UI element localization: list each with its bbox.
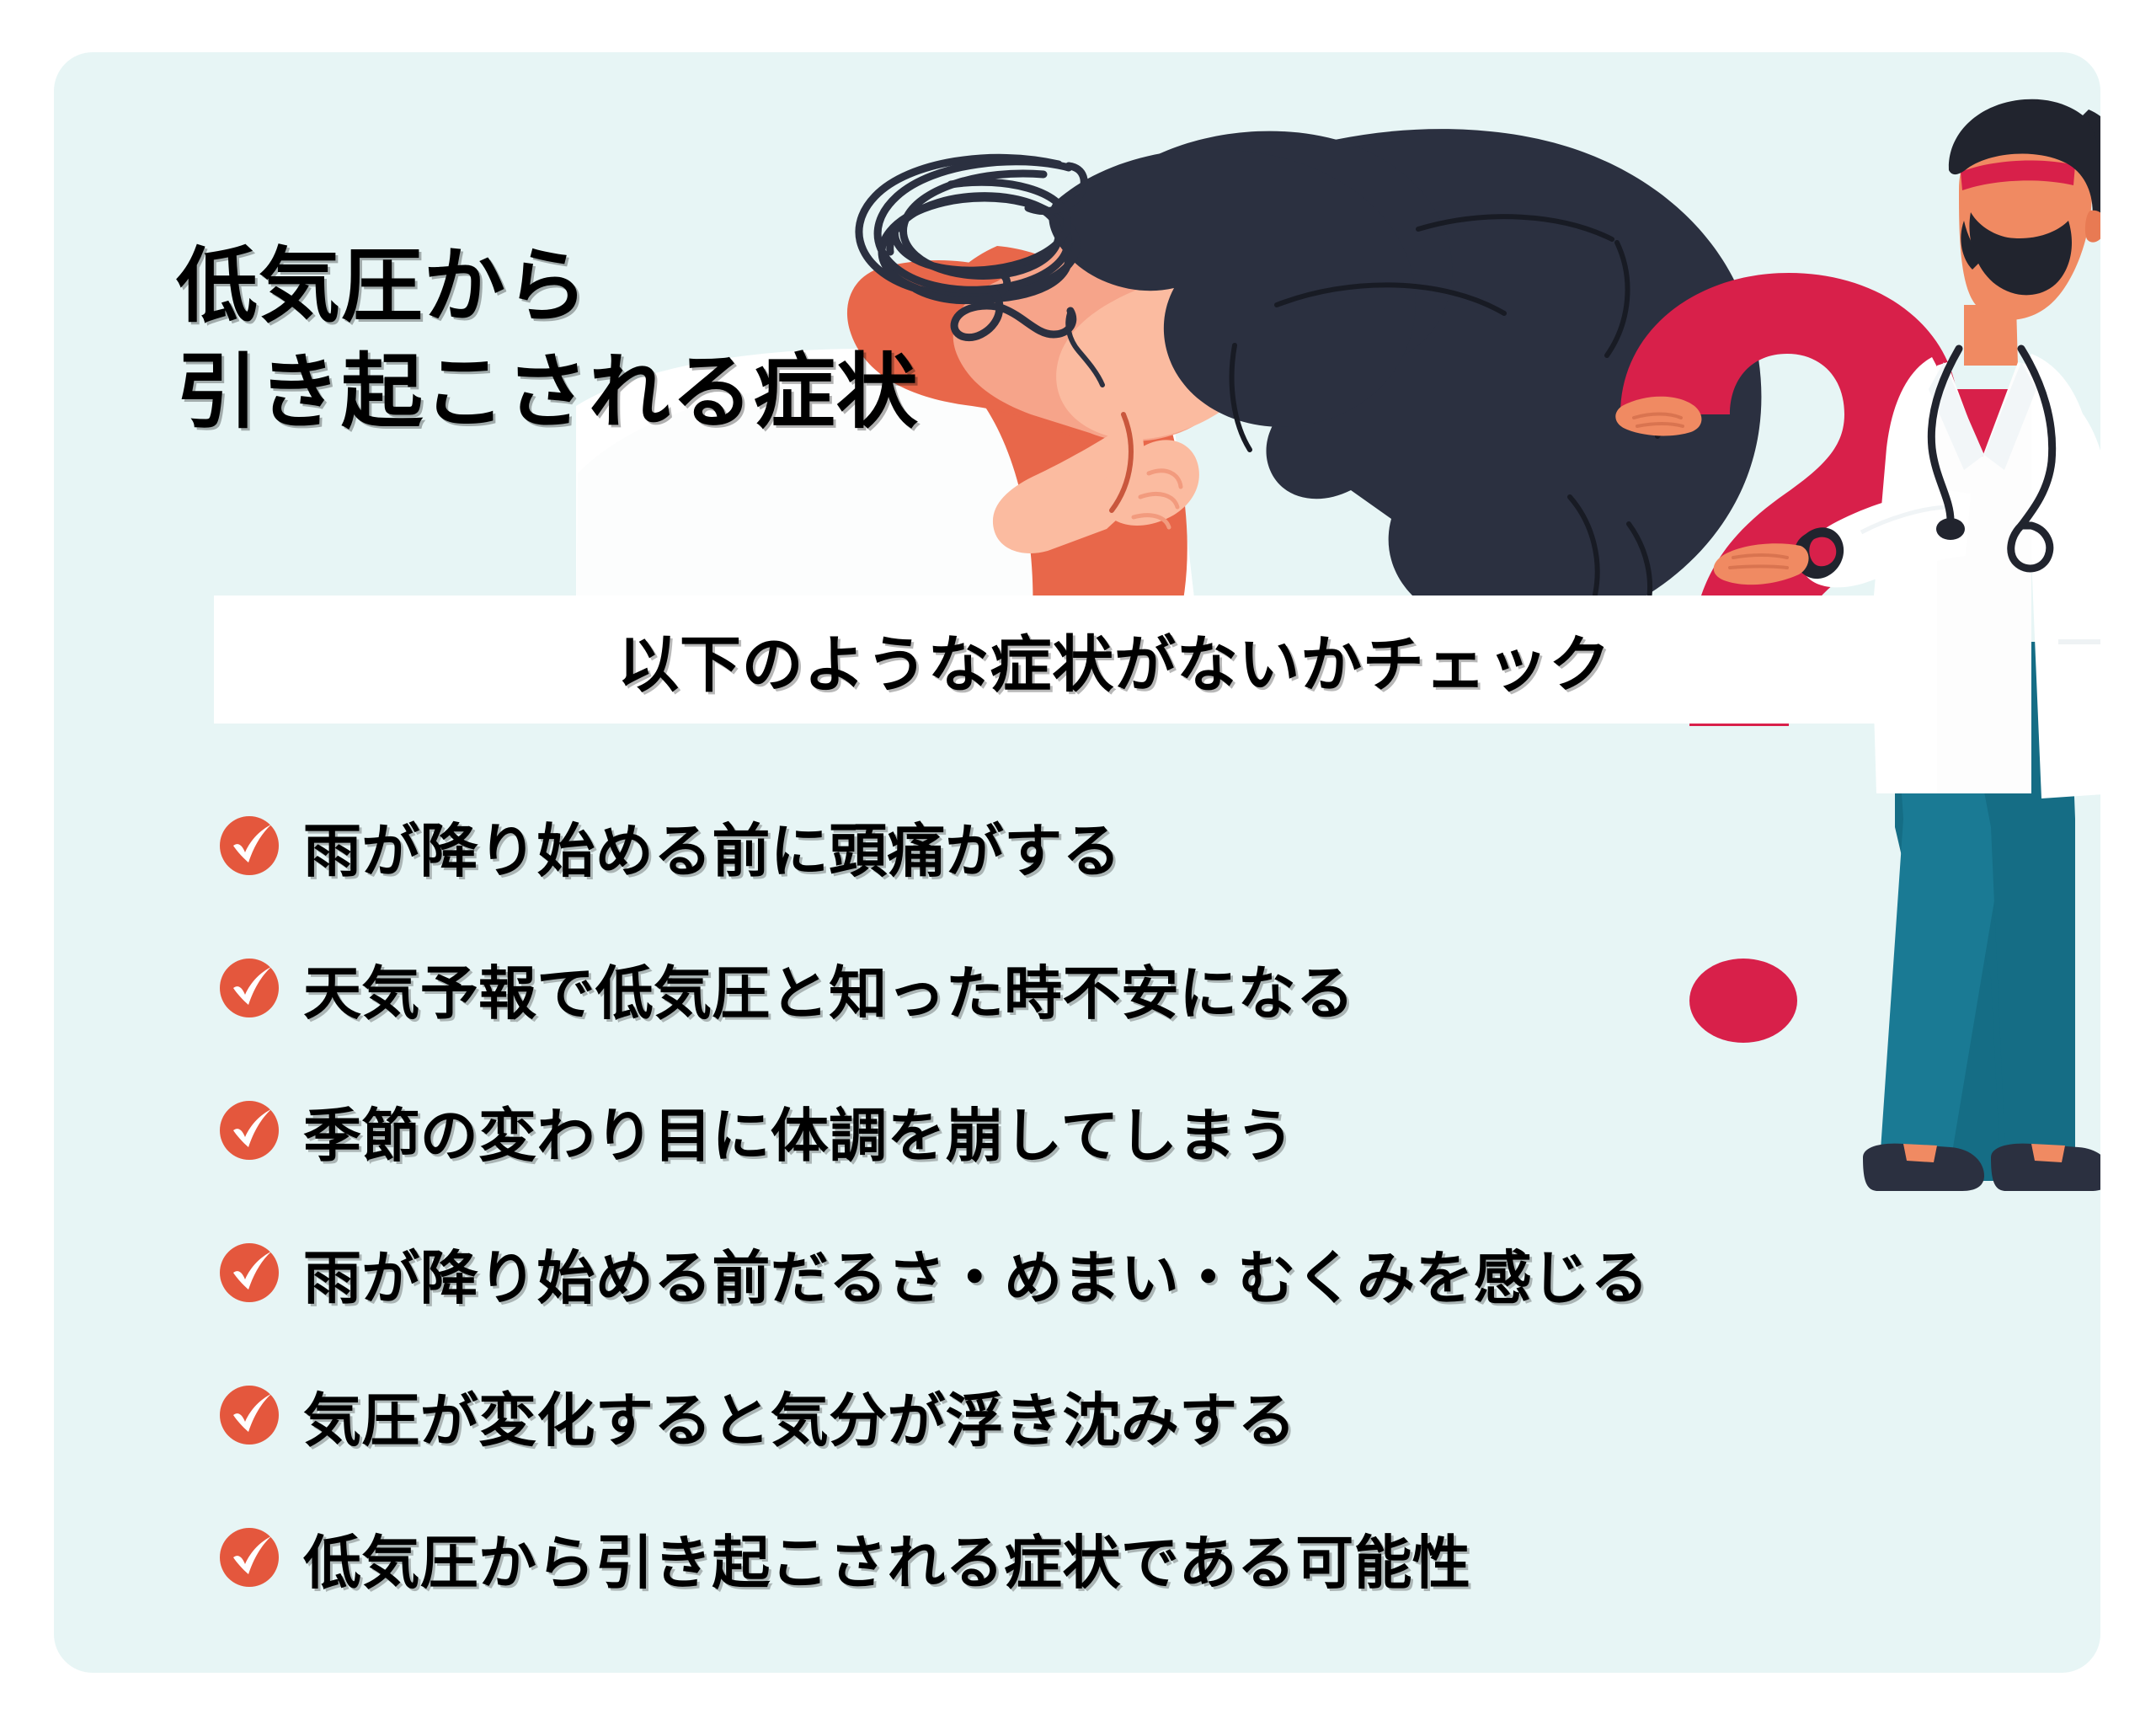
check-circle-icon [219, 1242, 280, 1303]
list-item-label: 天気予報で低気圧と知った時不安になる [303, 961, 1355, 1026]
list-item: 季節の変わり目に体調を崩してしまう [219, 1078, 2030, 1183]
check-circle-icon [219, 1527, 280, 1588]
list-item-label: 気圧が変化すると気分が浮き沈みする [303, 1388, 1296, 1453]
symptom-checklist: 雨が降り始める前に頭痛がする 天気予報で低気圧と知った時不安になる [219, 793, 2030, 1648]
list-item-label: 季節の変わり目に体調を崩してしまう [303, 1103, 1294, 1168]
list-item-label: 低気圧から引き起こされる症状である可能性 [303, 1530, 1471, 1595]
page-title: 低気圧から 引き起こされる症状 [176, 240, 919, 439]
list-item: 気圧が変化すると気分が浮き沈みする [219, 1363, 2030, 1467]
check-circle-icon [219, 1385, 280, 1445]
check-circle-icon [219, 815, 280, 876]
subtitle-banner: 以下のような症状がないかチェック [214, 595, 1913, 724]
list-item: 雨が降り始める前だるさ・めまい・むくみを感じる [219, 1220, 2030, 1325]
subtitle-text: 以下のような症状がないかチェック [617, 631, 1611, 699]
list-item-label: 雨が降り始める前だるさ・めまい・むくみを感じる [303, 1246, 1649, 1311]
check-circle-icon [219, 958, 280, 1018]
list-item: 低気圧から引き起こされる症状である可能性 [219, 1505, 2030, 1610]
check-circle-icon [219, 1100, 280, 1161]
list-item: 雨が降り始める前に頭痛がする [219, 793, 2030, 898]
list-item-label: 雨が降り始める前に頭痛がする [303, 819, 1121, 884]
list-item: 天気予報で低気圧と知った時不安になる [219, 936, 2030, 1040]
infographic-card: 低気圧から 引き起こされる症状 以下のような症状がないかチェック 雨が降り始める… [54, 52, 2100, 1673]
woman-hand [1615, 396, 1702, 436]
